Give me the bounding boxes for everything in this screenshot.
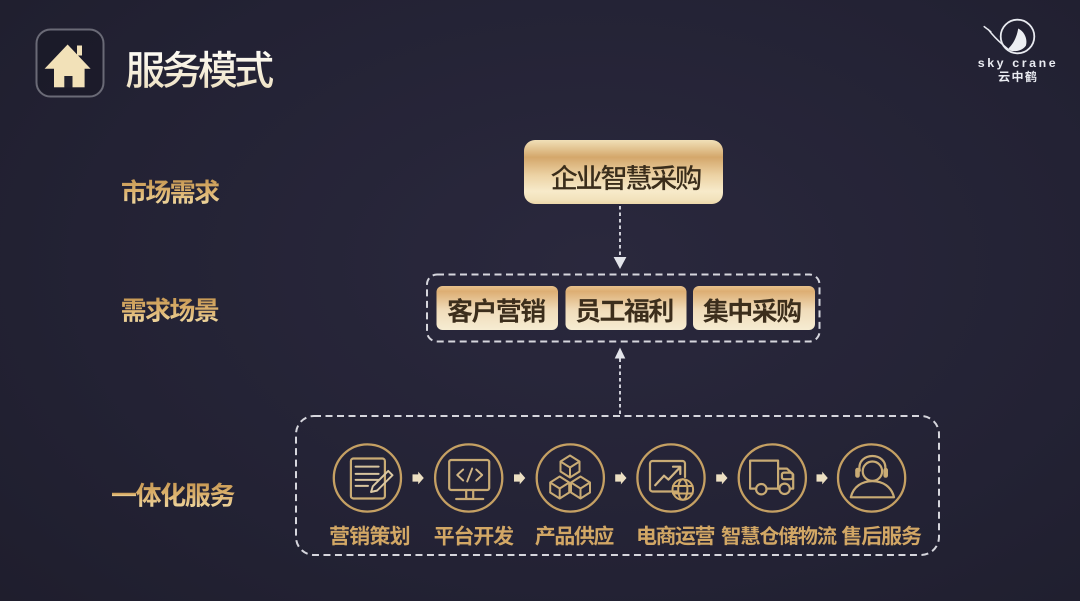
svg-text:sky crane: sky crane (978, 56, 1059, 70)
